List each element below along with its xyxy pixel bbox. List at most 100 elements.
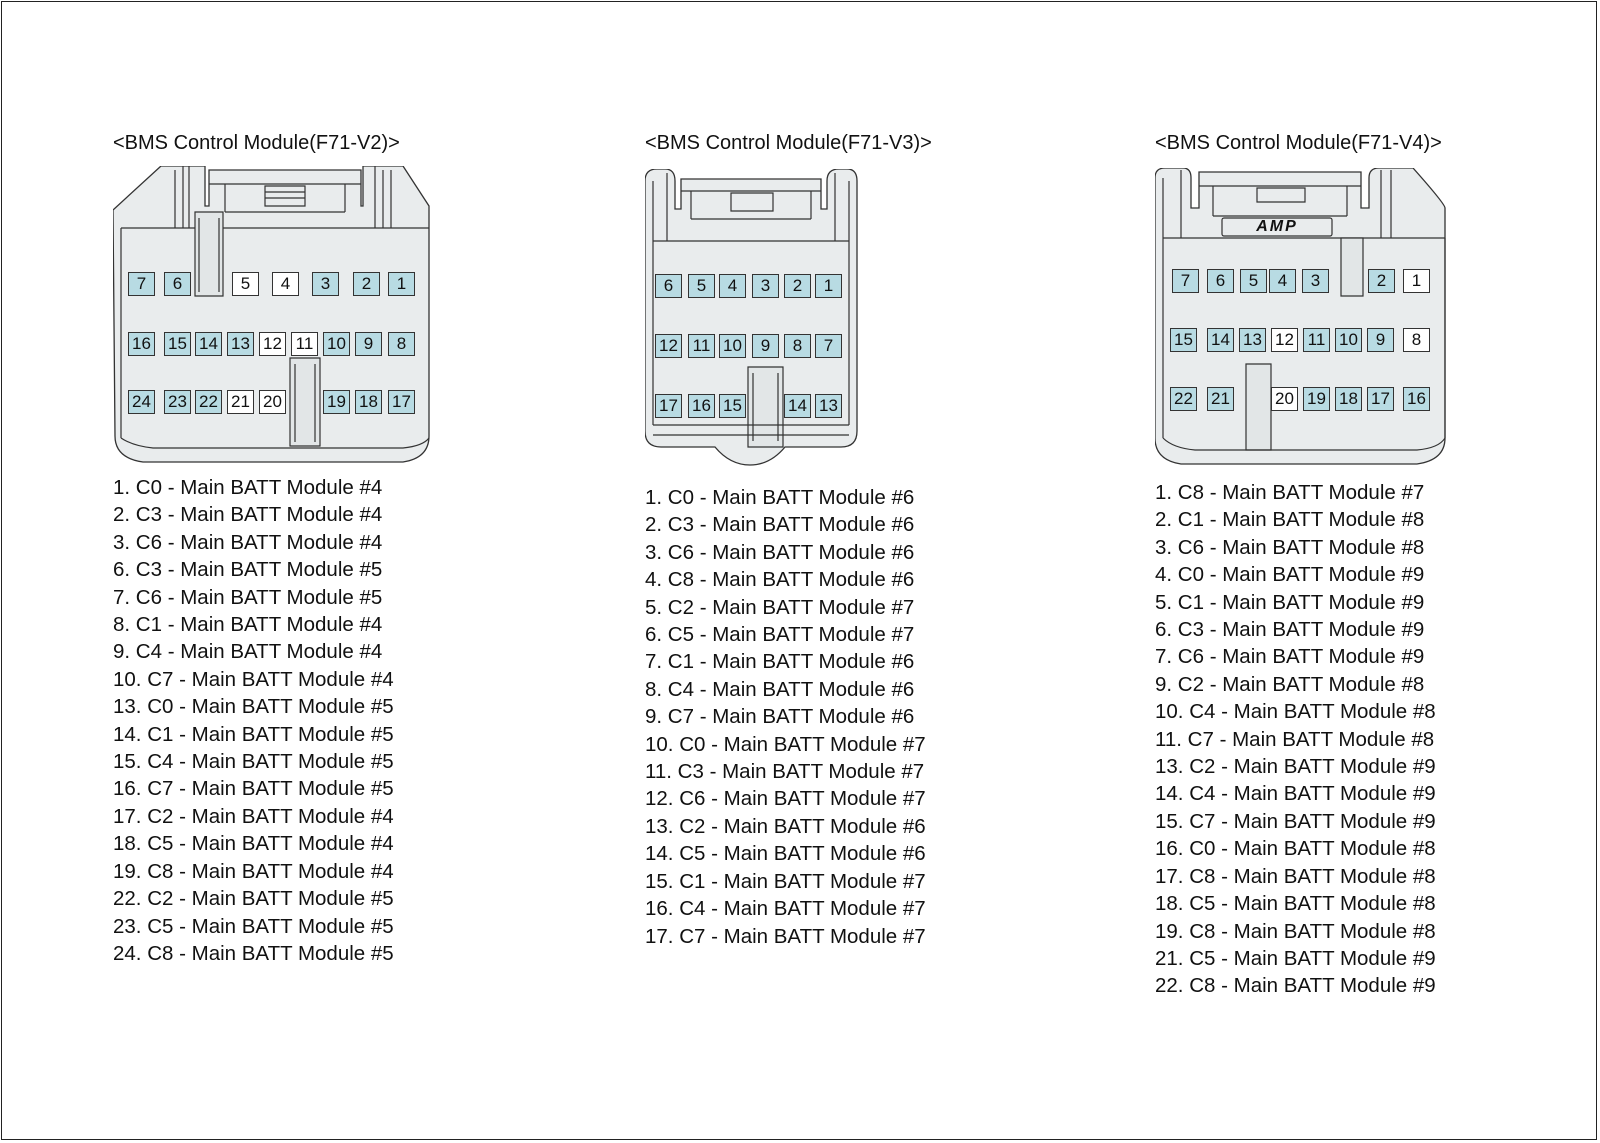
pin-20: 20 (259, 390, 286, 414)
connector-panel-v3: <BMS Control Module(F71-V3)> 6 5 4 3 2 1… (645, 132, 975, 962)
pin-10: 10 (1335, 328, 1362, 352)
pin-1: 1 (815, 274, 842, 298)
pin-description-item: 14. C4 - Main BATT Module #9 (1155, 782, 1436, 806)
pin-17: 17 (655, 394, 682, 418)
pin-11: 11 (291, 332, 318, 356)
pin-description-item: 11. C7 - Main BATT Module #8 (1155, 727, 1435, 751)
pin-14: 14 (784, 394, 811, 418)
pin-6: 6 (164, 272, 191, 296)
pin-description-item: 1. C8 - Main BATT Module #7 (1155, 481, 1425, 504)
pin-description-item: 14. C1 - Main BATT Module #5 (113, 722, 394, 746)
pin-description-item: 13. C0 - Main BATT Module #5 (113, 695, 394, 719)
connector-title-v4: <BMS Control Module(F71-V4)> (1155, 132, 1442, 154)
pin-description-item: 2. C3 - Main BATT Module #4 (113, 503, 383, 527)
pin-description-item: 23. C5 - Main BATT Module #5 (113, 914, 394, 938)
pin-description-item: 3. C6 - Main BATT Module #8 (1155, 535, 1425, 559)
pin-12: 12 (259, 332, 286, 356)
pin-5: 5 (1240, 269, 1267, 293)
pin-19: 19 (323, 390, 350, 414)
pin-8: 8 (784, 334, 811, 358)
pin-description-item: 21. C5 - Main BATT Module #9 (1155, 946, 1436, 970)
pin-description-item: 5. C1 - Main BATT Module #9 (1155, 590, 1425, 614)
pin-21: 21 (1207, 387, 1234, 411)
connector-diagram-v2 (113, 166, 430, 463)
pin-6: 6 (655, 274, 682, 298)
pin-18: 18 (355, 390, 382, 414)
pin-19: 19 (1303, 387, 1330, 411)
pin-grid-v4: 7 6 5 4 3 2 1 15 14 13 12 11 10 9 8 22 2… (1155, 168, 1455, 473)
pin-description-item: 15. C4 - Main BATT Module #5 (113, 750, 394, 774)
pin-8: 8 (388, 332, 415, 356)
pin-5: 5 (688, 274, 715, 298)
pin-description-item: 18. C5 - Main BATT Module #8 (1155, 892, 1436, 916)
pin-description-item: 1. C0 - Main BATT Module #6 (645, 486, 915, 509)
pin-7: 7 (815, 334, 842, 358)
pin-17: 17 (1367, 387, 1394, 411)
pin-description-item: 10. C7 - Main BATT Module #4 (113, 667, 394, 691)
pin-description-item: 22. C8 - Main BATT Module #9 (1155, 974, 1436, 998)
pin-description-item: 7. C6 - Main BATT Module #9 (1155, 645, 1425, 669)
pin-description-item: 5. C2 - Main BATT Module #7 (645, 595, 915, 619)
pin-8: 8 (1403, 328, 1430, 352)
pin-description-item: 10. C0 - Main BATT Module #7 (645, 732, 926, 756)
pin-4: 4 (1269, 269, 1296, 293)
pin-10: 10 (719, 334, 746, 358)
pin-3: 3 (1302, 269, 1329, 293)
pin-description-item: 19. C8 - Main BATT Module #8 (1155, 919, 1436, 943)
pin-22: 22 (1170, 387, 1197, 411)
pin-15: 15 (1170, 328, 1197, 352)
pin-11: 11 (688, 334, 715, 358)
pin-13: 13 (227, 332, 254, 356)
pin-description-item: 9. C7 - Main BATT Module #6 (645, 705, 915, 729)
pin-21: 21 (227, 390, 254, 414)
pin-description-item: 15. C7 - Main BATT Module #9 (1155, 809, 1436, 833)
pin-description-item: 16. C7 - Main BATT Module #5 (113, 777, 394, 801)
pin-10: 10 (323, 332, 350, 356)
pin-12: 12 (655, 334, 682, 358)
pin-description-item: 7. C1 - Main BATT Module #6 (645, 650, 915, 674)
pin-15: 15 (164, 332, 191, 356)
pin-description-item: 10. C4 - Main BATT Module #8 (1155, 700, 1436, 724)
pin-15: 15 (719, 394, 746, 418)
pin-description-item: 16. C4 - Main BATT Module #7 (645, 897, 926, 921)
pin-17: 17 (388, 390, 415, 414)
pin-11: 11 (1303, 328, 1330, 352)
pin-2: 2 (1368, 269, 1395, 293)
pin-description-item: 17. C8 - Main BATT Module #8 (1155, 864, 1436, 888)
pin-description-item: 8. C1 - Main BATT Module #4 (113, 613, 383, 637)
pin-18: 18 (1335, 387, 1362, 411)
amp-logo: AMP (1256, 218, 1298, 235)
pin-description-item: 4. C0 - Main BATT Module #9 (1155, 563, 1425, 587)
pin-description-item: 3. C6 - Main BATT Module #6 (645, 540, 915, 564)
pin-description-item: 22. C2 - Main BATT Module #5 (113, 887, 394, 911)
pin-description-item: 11. C3 - Main BATT Module #7 (645, 760, 925, 784)
pin-9: 9 (752, 334, 779, 358)
pin-description-item: 6. C3 - Main BATT Module #5 (113, 558, 383, 582)
connector-title-v2: <BMS Control Module(F71-V2)> (113, 132, 400, 154)
pin-14: 14 (1207, 328, 1234, 352)
pin-22: 22 (195, 390, 222, 414)
pin-description-item: 8. C4 - Main BATT Module #6 (645, 677, 915, 701)
pin-description-item: 14. C5 - Main BATT Module #6 (645, 842, 926, 866)
pin-description-item: 17. C2 - Main BATT Module #4 (113, 804, 394, 828)
pin-description-item: 15. C1 - Main BATT Module #7 (645, 869, 926, 893)
pin-description-item: 9. C2 - Main BATT Module #8 (1155, 672, 1425, 696)
pin-9: 9 (1367, 328, 1394, 352)
pin-4: 4 (272, 272, 299, 296)
pin-9: 9 (355, 332, 382, 356)
pin-4: 4 (719, 274, 746, 298)
pin-20: 20 (1271, 387, 1298, 411)
pin-description-list-v4: 1. C8 - Main BATT Module #7 2. C1 - Main … (1155, 479, 1436, 1000)
pin-grid-v2: 7 6 5 4 3 2 1 16 15 14 13 12 11 10 9 8 2… (113, 166, 443, 471)
connector-diagram-v3 (645, 169, 858, 466)
pin-3: 3 (312, 272, 339, 296)
pin-6: 6 (1207, 269, 1234, 293)
pin-23: 23 (164, 390, 191, 414)
pin-description-item: 16. C0 - Main BATT Module #8 (1155, 837, 1436, 861)
pin-1: 1 (388, 272, 415, 296)
pin-description-item: 7. C6 - Main BATT Module #5 (113, 585, 383, 609)
pin-description-item: 2. C1 - Main BATT Module #8 (1155, 508, 1425, 532)
pin-2: 2 (784, 274, 811, 298)
